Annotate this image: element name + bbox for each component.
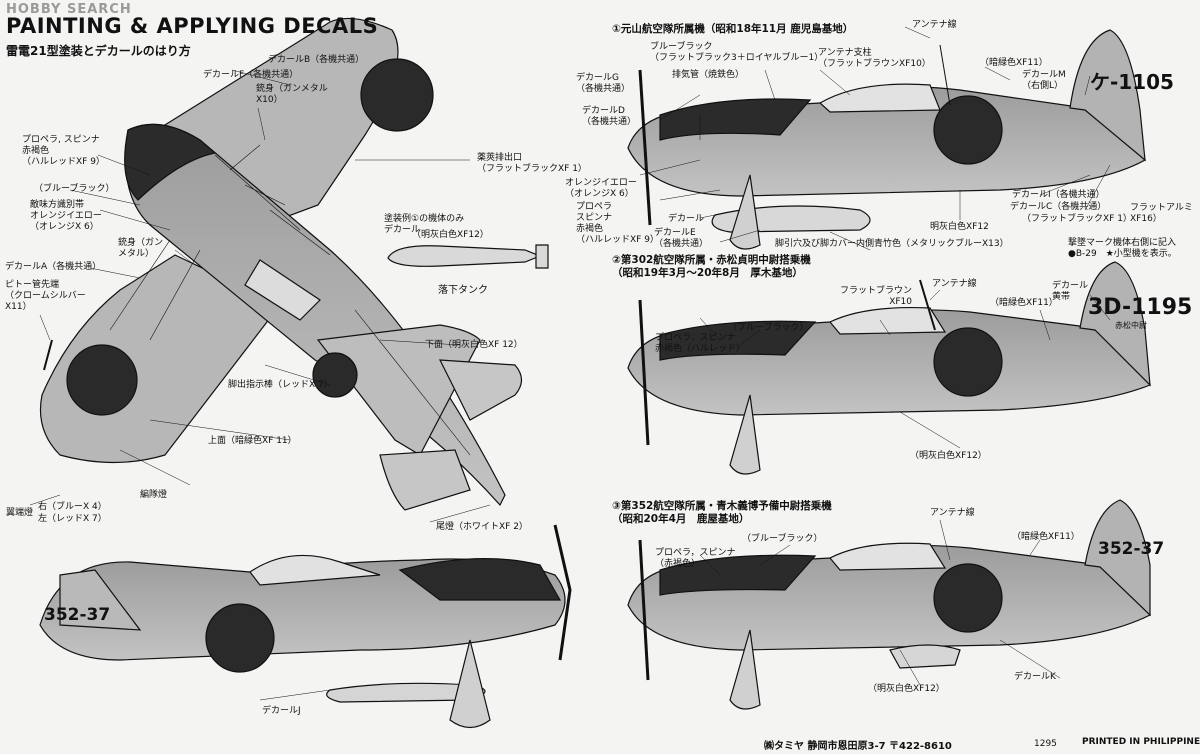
p1-decal-g: デカールG （各機共通）	[576, 73, 631, 94]
p1-antenna-wire: アンテナ線	[912, 20, 957, 30]
bottom-profile-aircraft	[39, 524, 572, 729]
footer-printed: PRINTED IN PHILIPPINES	[1082, 737, 1200, 747]
p2-dark-green: （暗緑色XF11）	[990, 298, 1058, 308]
p3-blue-black: （ブルーブラック）	[742, 534, 823, 544]
p1-wheelwell: 脚引穴及び脚カバー内側青竹色（メタリックブルーX13）	[775, 239, 1009, 249]
label-formation-light: 編隊燈	[140, 490, 168, 500]
footer-code: 1295	[1034, 739, 1057, 749]
p1-propeller: プロペラ スピンナ 赤褐色 （ハルレッドXF 9）	[576, 202, 659, 245]
label-drop-tank-color: （明灰白色XF12）	[412, 230, 489, 240]
p3-light-grey: （明灰白色XF12）	[868, 684, 945, 694]
p3-decal-k: デカールK	[1014, 672, 1056, 682]
label-drop-tank-note: 塗装例①の機体のみ デカール	[384, 214, 465, 235]
p1-exhaust: 排気管（焼鉄色）	[672, 70, 745, 80]
label-wingtip-left: 左（レッドX 7）	[38, 514, 107, 524]
p2-light-grey: （明灰白色XF12）	[910, 451, 987, 461]
p1-decal-i: デカールI（各機共通）	[1012, 190, 1105, 200]
label-decal-b: デカールB（各機共通）	[268, 55, 365, 65]
p1-decal-m: デカールM （右側L）	[1022, 70, 1066, 91]
profile-2-heading: ②第302航空隊所属・赤松貞明中尉搭乗機 （昭和19年3月～20年8月 厚木基地…	[612, 254, 811, 279]
label-tail-light: 尾燈（ホワイトXF 2）	[436, 522, 528, 532]
label-gun-barrel-1: 銃身（ガンメタル X10）	[256, 84, 328, 105]
profile-3-aircraft	[627, 499, 1152, 710]
footer-company: ㈱タミヤ 静岡市恩田原3-7 〒422-8610	[764, 741, 952, 752]
page-subtitle: 雷電21型塗装とデカールのはり方	[6, 44, 191, 58]
p1-blue-black: ブルーブラック （フラットブラック3＋ロイヤルブルー1）	[650, 42, 824, 63]
p1-flat-black: （フラットブラックXF 1）	[1022, 214, 1132, 224]
label-wingtip-light: 翼端燈	[6, 508, 34, 518]
p1-dark-green: （暗緑色XF11）	[980, 58, 1048, 68]
label-ejection: 薬莢排出口 （フラットブラックXF 1）	[477, 153, 587, 174]
registration-profile-2: 3D-1195	[1088, 295, 1193, 320]
label-pitot: ピトー管先端 （クロームシルバー X11）	[5, 280, 86, 312]
plan-view-aircraft	[39, 17, 523, 511]
watermark: HOBBY SEARCH	[6, 2, 132, 17]
p2-blue-black: （ブルーブラック）	[728, 323, 809, 333]
p1-decal-c: デカールC（各機共通）	[1010, 202, 1107, 212]
p3-propeller: プロペラ，スピンナ （赤褐色）	[655, 548, 736, 569]
profile-3-heading: ③第352航空隊所属・青木義博予備中尉搭乗機 （昭和20年4月 鹿屋基地）	[612, 500, 832, 525]
p1-decal-d: デカールD （各機共通）	[582, 106, 637, 127]
label-decal-j: デカールJ	[262, 706, 301, 716]
profile-1-heading: ①元山航空隊所属機（昭和18年11月 鹿児島基地）	[612, 23, 854, 35]
profile-2-aircraft	[627, 261, 1152, 475]
p1-decal-e: デカールE （各機共通）	[654, 228, 709, 249]
p3-dark-green: （暗緑色XF11）	[1012, 532, 1080, 542]
p1-light-grey: 明灰白色XF12	[930, 222, 989, 232]
p2-propeller: プロペラ，スピンナ 赤褐色（ハルレッド）	[655, 333, 746, 354]
p2-antenna-wire: アンテナ線	[932, 279, 977, 289]
p2-kill-note: 撃墜マーク機体右側に記入 ●B-29 ★小型機を表示。	[1068, 238, 1177, 259]
label-blue-black: （ブルーブラック）	[34, 184, 115, 194]
label-gun-barrel-2: 銃身（ガン メタル）	[118, 238, 164, 259]
label-wingtip-right: 右（ブルーX 4）	[38, 502, 107, 512]
pilot-name: 赤松中尉	[1115, 321, 1147, 330]
p2-flat-brown: フラットブラウン XF10	[840, 286, 913, 307]
p1-antenna-mast: アンテナ支柱 （フラットブラウンXF10）	[818, 48, 931, 69]
label-underside: 下面（明灰白色XF 12）	[425, 340, 523, 350]
p1-orange: オレンジイエロー （オレンジX 6）	[565, 178, 637, 199]
p1-decal: デカール	[668, 214, 705, 224]
registration-profile-1: ケ-1105	[1090, 70, 1174, 94]
page-title: PAINTING & APPLYING DECALS	[6, 14, 379, 38]
profile-1-aircraft	[627, 29, 1147, 250]
registration-bottom-profile: 352-37	[44, 605, 111, 625]
leader-lines	[29, 26, 1111, 701]
registration-profile-3: 352-37	[1098, 539, 1165, 559]
p2-decal-band: デカール 黄帯	[1052, 281, 1089, 302]
label-decal-f: デカールF（各機共通）	[203, 70, 299, 80]
label-upper-surface: 上面（暗緑色XF 11）	[208, 436, 297, 446]
label-decal-a: デカールA（各機共通）	[5, 262, 102, 272]
label-drop-tank: 落下タンク	[438, 285, 488, 296]
label-gear-indicator: 脚出指示棒（レッドX 7）	[228, 380, 333, 390]
label-ident-band: 敵味方識別帯 オレンジイエロー （オレンジX 6）	[30, 200, 102, 232]
p1-flat-alu: フラットアルミ XF16）	[1130, 203, 1193, 224]
p3-antenna-wire: アンテナ線	[930, 508, 975, 518]
drop-tank-drawing	[387, 244, 549, 269]
label-propeller: プロペラ, スピンナ 赤褐色 （ハルレッドXF 9）	[22, 135, 105, 167]
